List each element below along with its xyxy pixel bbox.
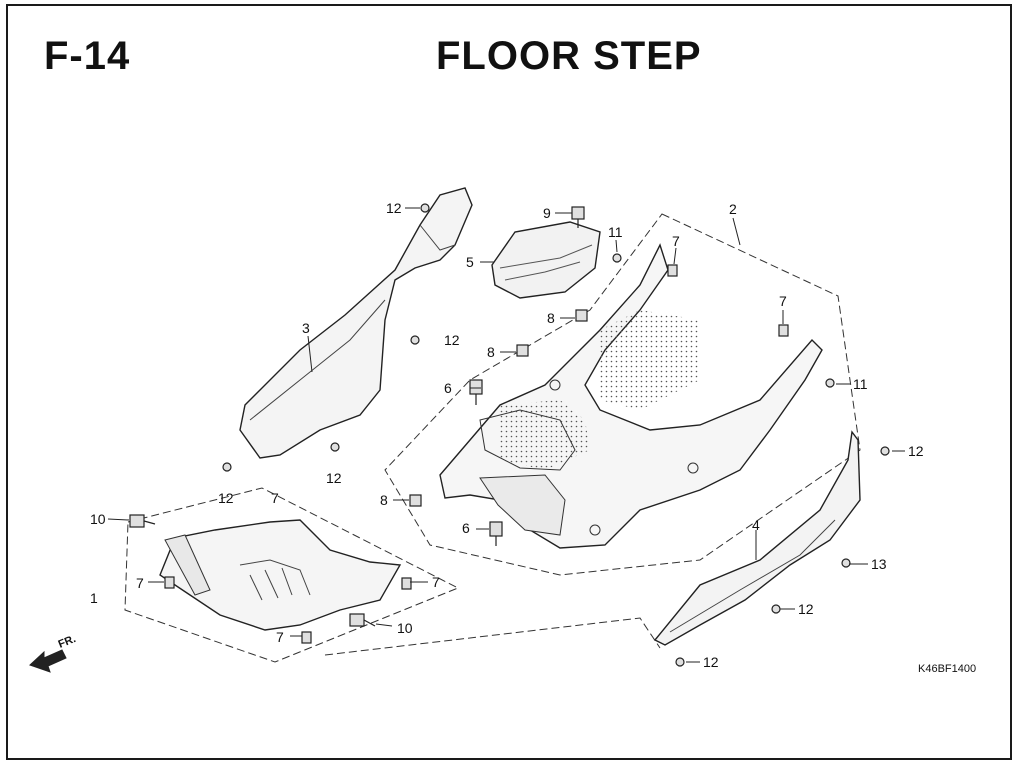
callout-7: 7 [432,574,440,590]
page-code: F-14 [44,34,131,78]
callout-12: 12 [908,443,924,459]
screw-icon [420,203,430,213]
callout-11: 11 [853,376,868,392]
callout-7: 7 [672,233,680,249]
part-outer-side-cover [653,430,861,646]
callout-4: 4 [752,517,760,533]
callout-7: 7 [276,629,284,645]
clip-nut-icon [516,344,529,357]
clip-nut-icon [409,494,422,507]
clip-nut-icon [575,309,588,322]
callout-2: 2 [729,201,737,217]
callout-10: 10 [397,620,413,636]
reference-code: K46BF1400 [918,663,976,675]
callout-12: 12 [386,200,402,216]
callout-7: 7 [271,490,279,506]
floor-step-tread [500,400,590,470]
outer-side-cover-rib [669,519,836,633]
floor-step-tread [600,310,700,410]
floor-step-hole [589,524,601,536]
floor-step-hole [549,379,561,391]
clip-nut-icon [164,576,175,589]
screw-icon [771,604,781,614]
screw-icon [825,378,835,388]
under-cover-rib [249,567,293,601]
callout-13: 12 [444,332,460,348]
fasteners [129,203,890,667]
page-title: FLOOR STEP [436,34,702,78]
front-direction-arrow-icon: FR. [29,633,78,673]
part-floor-step [439,243,823,549]
assembly-group-outlines [124,213,861,663]
leader-group-line [324,617,661,656]
clip-nut-icon [401,577,412,590]
callout-3: 3 [302,320,310,336]
callout-11: 11 [608,224,623,240]
floor-step-recess [479,474,566,536]
part-inner-side-cover [239,187,473,459]
callout-7: 7 [136,575,144,591]
floor-step-body [439,243,823,549]
part-under-cover [159,519,402,631]
bolt-icon [469,379,483,405]
part-lid [491,221,601,299]
callout-6: 6 [462,520,470,536]
floor-step-recess [479,409,576,471]
inner-side-cover-edge [419,224,456,251]
callout-labels: 1 2 3 4 5 6 6 7 7 7 7 7 7 8 8 8 9 10 10 … [90,200,924,670]
floor-step-group-outline [384,213,861,576]
outer-side-cover-body [653,430,861,646]
callout-8: 8 [487,344,495,360]
under-cover-body [159,519,402,631]
clip-nut-icon [778,324,789,337]
bolt-icon [349,613,376,627]
bolt-icon [129,514,156,528]
clip-nut-icon [301,631,312,644]
callout-12: 12 [326,470,342,486]
screw-icon [612,253,622,263]
callout-1: 1 [90,590,98,606]
inner-side-cover-rib [249,299,386,421]
lid-crease [499,244,593,269]
under-cover-rib [239,559,311,596]
floor-step-hole [687,462,699,474]
callout-5: 5 [466,254,474,270]
screw-icon [410,335,420,345]
callout-10: 10 [90,511,106,527]
screw-icon [880,446,890,456]
page-frame [6,4,1012,760]
clip-nut-icon [667,264,678,277]
under-cover-group-outline [124,487,460,663]
callout-8: 8 [380,492,388,508]
under-cover-bracket [164,534,211,596]
lid-crease [504,261,581,281]
screw-icon [675,657,685,667]
inner-side-cover-body [239,187,473,459]
front-direction-label: FR. [57,633,78,651]
bolt-icon [489,521,503,546]
leader-lines [107,207,905,663]
screw-icon [222,462,232,472]
callout-7: 7 [779,293,787,309]
callout-13: 13 [871,556,887,572]
callout-12: 12 [218,490,234,506]
callout-6: 6 [444,380,452,396]
screw-icon [841,558,851,568]
callout-9: 9 [543,205,551,221]
callout-8: 8 [547,310,555,326]
callout-12: 12 [703,654,719,670]
callout-12: 12 [798,601,814,617]
screw-icon [330,442,340,452]
